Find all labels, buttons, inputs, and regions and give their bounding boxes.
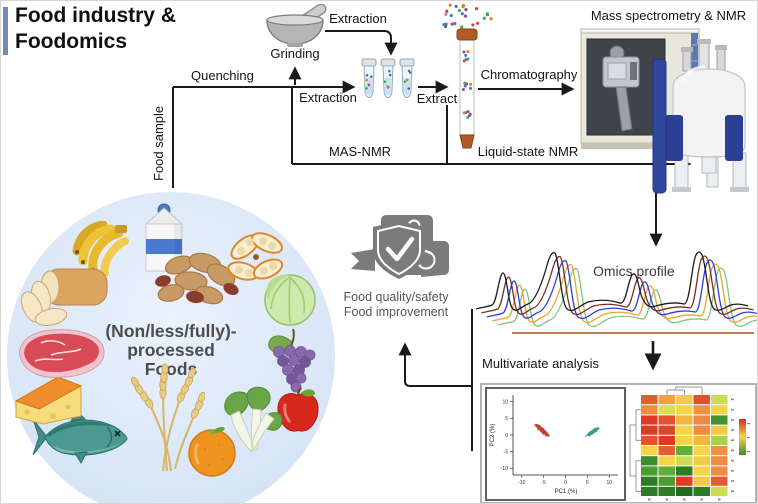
grinding-label: Grinding: [270, 46, 320, 61]
chromatography-label: Chromatography: [480, 67, 578, 82]
title-line-1: Food industry &: [15, 4, 176, 27]
heatmap-colorbar: [739, 419, 746, 455]
chromatography-column-icon: [456, 28, 478, 149]
svg-text:PC2 (%): PC2 (%): [490, 424, 496, 447]
heatmap-cells: [641, 395, 728, 496]
caption-line-2: processed: [127, 340, 215, 360]
mortar-pestle-icon: [266, 4, 327, 47]
svg-text:10: 10: [606, 480, 612, 486]
mas-nmr-label: MAS-NMR: [328, 144, 392, 159]
caption-line-3: Foods: [144, 359, 198, 379]
extract-label: Extract: [416, 91, 458, 106]
svg-text:10: 10: [502, 399, 508, 405]
analyte-spray-dots: [442, 3, 493, 29]
liquid-state-nmr-label: Liquid-state NMR: [477, 144, 579, 159]
quality-text: Food quality/safety Food improvement: [338, 290, 454, 320]
mass-spectrometer-nmr-icon: [580, 28, 749, 194]
omics-profile-label: Omics profile: [593, 263, 675, 279]
meat-steak-icon: [19, 329, 105, 378]
dendrogram-top: [666, 386, 703, 395]
dendrogram-left: [629, 409, 641, 492]
fish-icon: [32, 410, 128, 465]
bread-icon: [21, 268, 108, 327]
svg-text:0: 0: [505, 433, 508, 439]
mortar-extraction-arrow: [325, 30, 398, 56]
foods-circle-caption: (Non/less/fully)- processed Foods: [93, 322, 249, 379]
checkmark-glyph: [385, 236, 415, 262]
svg-text:5: 5: [586, 480, 589, 486]
title-line-2: Foodomics: [15, 30, 128, 53]
cabbage-icon: [264, 274, 316, 326]
cheese-icon: [14, 376, 83, 425]
svg-text:5: 5: [505, 416, 508, 422]
sample-tubes-icon: [361, 58, 415, 98]
svg-text:0: 0: [564, 480, 567, 486]
instruments-label: Mass spectrometry & NMR: [590, 8, 747, 23]
figure-title: Food industry & Foodomics: [15, 3, 176, 55]
heatmap-tick-marks: [648, 398, 750, 501]
bok-choy-icon: [224, 386, 283, 452]
heatmap-canvas: [629, 386, 750, 501]
orange-icon: [188, 426, 236, 477]
omics-spectra-chart: [476, 251, 757, 334]
apple-icon: [277, 387, 319, 432]
caption-line-1: (Non/less/fully)-: [105, 321, 237, 341]
svg-text:-10: -10: [501, 466, 508, 472]
soybean-pods-icon: [227, 232, 284, 281]
svg-text:-5: -5: [541, 480, 546, 486]
quality-line-2: Food improvement: [343, 305, 449, 319]
quenching-label: Quenching: [191, 68, 254, 83]
foods-circle: (Non/less/fully)- processed Foods: [7, 192, 335, 503]
svg-text:-5: -5: [504, 449, 509, 455]
to-quality-arrow: [398, 342, 472, 387]
food-quality-shield-icon: [351, 215, 449, 279]
svg-text:-10: -10: [518, 480, 525, 486]
wheat-icon: [130, 363, 205, 472]
peanuts-icon: [155, 252, 239, 305]
extraction-mid-label: Extraction: [299, 90, 357, 105]
food-sample-label: Food sample: [151, 105, 166, 181]
title-accent-bar: [3, 7, 8, 55]
extraction-top-label: Extraction: [329, 11, 387, 26]
multivariate-label: Multivariate analysis: [482, 356, 600, 371]
quality-line-1: Food quality/safety: [343, 290, 449, 304]
nmr-magnet: [652, 39, 749, 194]
svg-text:PC1 (%): PC1 (%): [555, 489, 578, 495]
